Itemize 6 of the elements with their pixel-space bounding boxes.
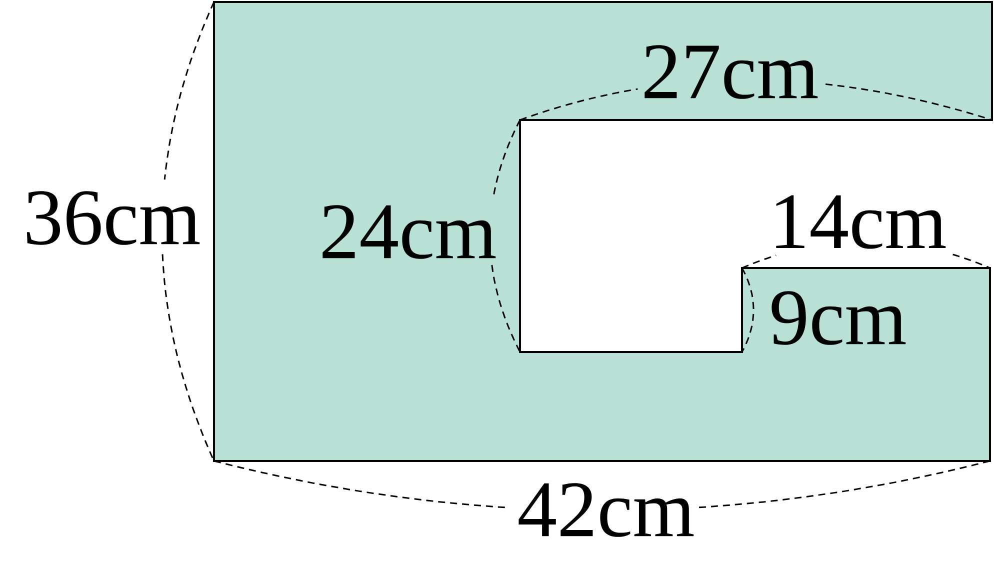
dimension-label: 27cm [644, 45, 818, 99]
dimension-label: 9cm [772, 291, 906, 345]
dimension-label: 36cm [26, 191, 200, 245]
dimension-label: 42cm [518, 483, 694, 537]
dimension-label: 14cm [776, 195, 946, 249]
dimension-label: 24cm [322, 205, 496, 259]
